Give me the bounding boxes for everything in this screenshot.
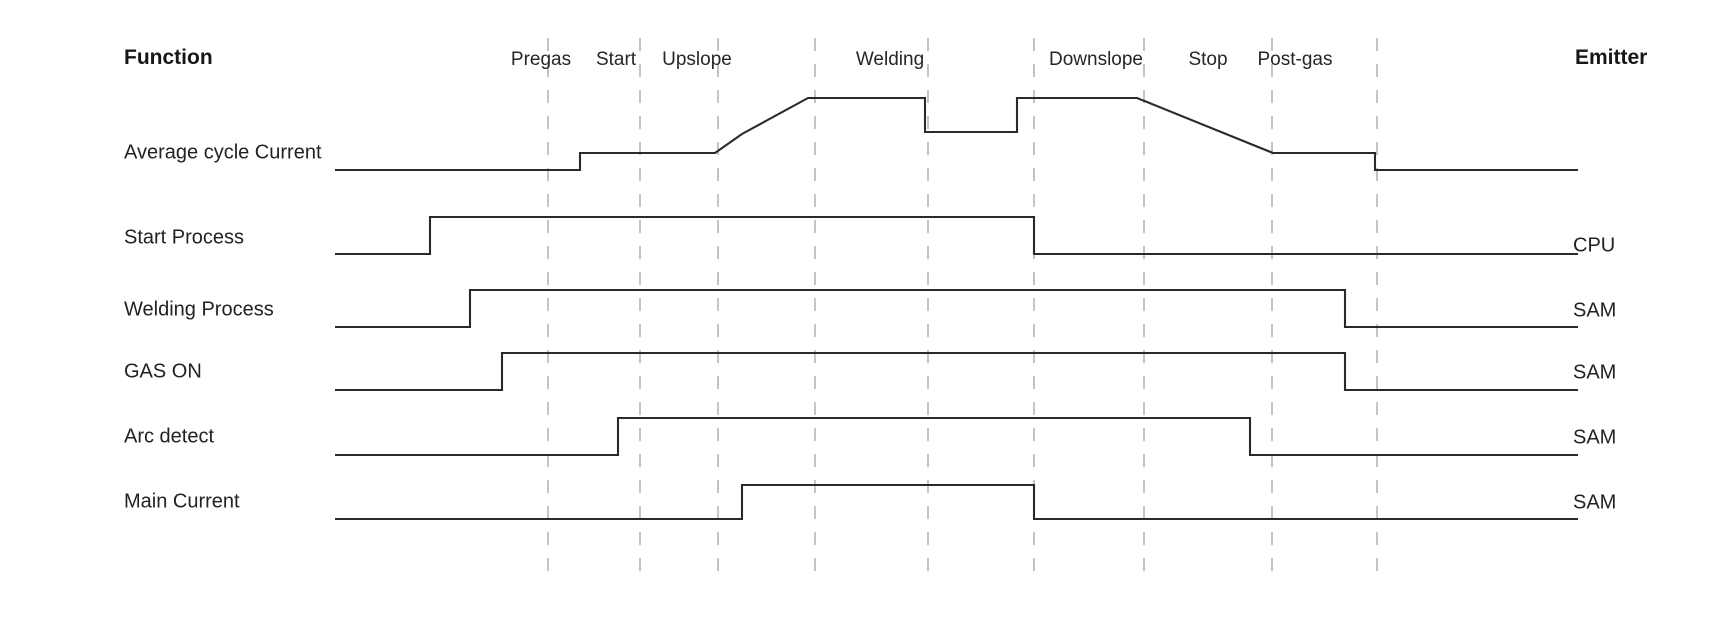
row-label-start-process: Start Process [124,226,245,249]
waveform-gas-on [335,351,1578,392]
waveform-start-process [335,215,1578,256]
emitter-label-start-process: CPU [1573,234,1616,257]
row-label-average-cycle-current: Average cycle Current [124,141,322,164]
phase-label-start: Start [595,49,637,70]
emitter-label-main-current: SAM [1573,491,1617,514]
phase-label-downslope: Downslope [1049,49,1143,70]
phase-label-upslope: Upslope [662,49,732,70]
row-label-arc-detect: Arc detect [124,425,215,448]
phase-label-pregas: Pregas [510,49,572,70]
phase-label-welding: Welding [855,49,925,70]
phase-label-stop: Stop [1188,49,1228,70]
emitter-label-arc-detect: SAM [1573,426,1617,449]
row-label-gas-on: GAS ON [124,360,202,383]
waveform-main-current [335,483,1578,521]
emitter-label-welding-process: SAM [1573,299,1617,322]
waveform-welding-process [335,288,1578,329]
gridline-group [547,38,1378,580]
row-label-welding-process: Welding Process [124,298,274,321]
trace-group [335,96,1578,521]
page-title-function: Function [124,46,213,69]
emitter-label-gas-on: SAM [1573,361,1617,384]
waveform-arc-detect [335,416,1578,457]
phase-label-post-gas: Post-gas [1257,49,1333,70]
waveform-average-cycle-current [335,96,1578,172]
page-title-emitter: Emitter [1575,46,1648,69]
row-label-main-current: Main Current [124,490,240,513]
